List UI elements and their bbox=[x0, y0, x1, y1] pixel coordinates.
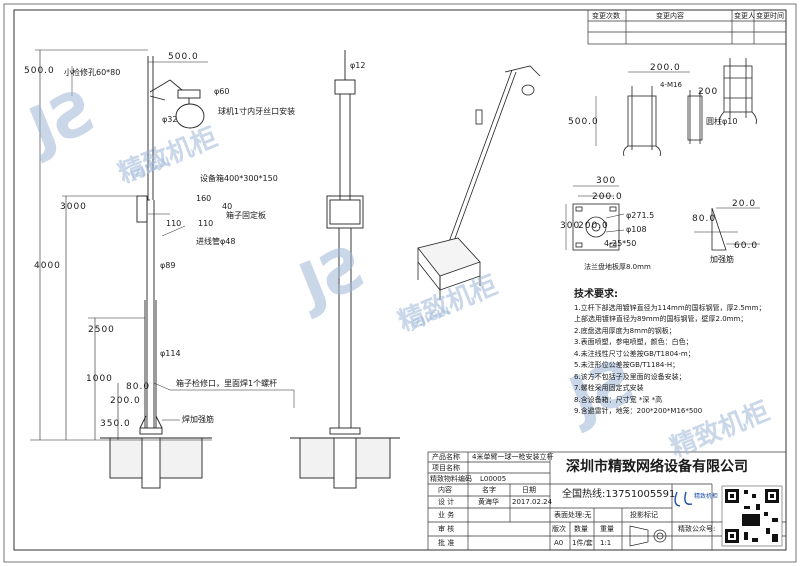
dim-arm-length: 500.0 bbox=[168, 52, 199, 62]
tb-surface-label: 表面处理:无 bbox=[554, 511, 592, 519]
dim-box-d: 110 bbox=[198, 219, 214, 228]
tb-qty: 1件/套 bbox=[572, 539, 593, 547]
tb-hotline: 全国热线:13751005591 bbox=[562, 489, 676, 500]
tb-wechat: 精致公众号: bbox=[678, 525, 716, 533]
revision-table-grid bbox=[587, 9, 787, 45]
dim-flange-d2: φ108 bbox=[626, 225, 647, 234]
note-flange-thickness: 法兰盘地板厚8.0mm bbox=[584, 263, 651, 271]
tb-designer: 黄海华 bbox=[478, 498, 499, 506]
tb-col-qty: 数量 bbox=[574, 525, 588, 533]
rev-header-content: 变更内容 bbox=[656, 12, 684, 20]
spec-item: 2.底盘选用厚度为8mm的钢板； bbox=[574, 326, 676, 335]
dim-height-box: 3000 bbox=[60, 202, 87, 212]
label-box-plate: 箱子固定板 bbox=[226, 211, 266, 220]
tb-product-name-label: 产品名称 bbox=[432, 453, 460, 461]
dim-flange-inner: 200.0 bbox=[592, 192, 623, 202]
label-rib-detail: 加强筋 bbox=[710, 255, 734, 264]
tb-design-label: 设 计 bbox=[438, 498, 455, 506]
flange-plate-detail bbox=[565, 185, 625, 251]
label-rib: 焊加强筋 bbox=[182, 415, 214, 424]
spec-item: 5.未注形位公差按GB/T1184-H； bbox=[574, 361, 680, 369]
label-equipment-box: 设备箱400*300*150 bbox=[200, 174, 278, 183]
tb-code: L00005 bbox=[480, 475, 507, 483]
brand-logo bbox=[674, 491, 693, 507]
label-cage-bar: 圆柱φ10 bbox=[706, 117, 738, 126]
tb-row-header-content: 内容 bbox=[438, 486, 452, 494]
spec-item: 3.表面喷塑，参电喷塑，颜色：白色； bbox=[574, 338, 693, 346]
tb-business-label: 业 务 bbox=[438, 511, 455, 519]
dim-350: 350.0 bbox=[100, 419, 131, 429]
dim-rib-b: 80.0 bbox=[692, 214, 717, 224]
pole-front-view bbox=[290, 50, 400, 489]
tb-company: 深圳市精致网络设备有限公司 bbox=[566, 459, 748, 475]
tb-row-header-name: 名字 bbox=[482, 486, 496, 494]
spec-item: 1.立杆下部选用镀锌直径为114mm的国标钢管，厚2.5mm； bbox=[574, 303, 766, 312]
tb-product-name: 4米单臂一球一枪安装立杆 bbox=[472, 453, 554, 461]
rev-header-time: 变更时间 bbox=[756, 12, 784, 20]
technical-requirements: 技术要求: 1.立杆下部选用镀锌直径为114mm的国标钢管，厚2.5mm； 上部选… bbox=[574, 290, 765, 415]
tb-row-header-date: 日期 bbox=[522, 486, 536, 494]
rev-header-person: 变更人 bbox=[734, 12, 755, 20]
tb-scale: 1:1 bbox=[600, 539, 612, 547]
tb-review-label: 审 核 bbox=[438, 525, 455, 533]
spec-item: 9.含避雷针，地笼：200*200*M16*500 bbox=[574, 407, 703, 415]
spec-item: 6.该方不包括子及里面的设备安装； bbox=[574, 372, 686, 381]
label-base-hole: 箱子检修口，里面焊1个螺杆 bbox=[176, 379, 278, 388]
label-cage-bolts: 4-M16 bbox=[660, 81, 682, 89]
dim-box-a: 160 bbox=[196, 194, 212, 203]
tb-code-label: 精致物料编码 bbox=[430, 475, 472, 483]
label-camera-note: 球机1寸内牙丝口安装 bbox=[218, 107, 296, 116]
qr-code bbox=[721, 485, 783, 547]
dim-cage-width2: 200 bbox=[698, 87, 719, 97]
specs-title: 技术要求: bbox=[574, 289, 618, 300]
dim-rib-c: 60.0 bbox=[734, 241, 759, 251]
dim-upper-pole-dia: φ89 bbox=[160, 261, 176, 270]
label-conduit: 进线管φ48 bbox=[196, 237, 236, 246]
tb-approve-label: 批 准 bbox=[438, 539, 455, 547]
spec-item: 8.含设备箱：尺寸宽 *深 *高 bbox=[574, 395, 663, 404]
dim-front-top-dia: φ12 bbox=[350, 61, 366, 70]
dim-cage-width: 200.0 bbox=[650, 63, 681, 73]
dim-rib-a: 20.0 bbox=[732, 199, 757, 209]
pole-side-view bbox=[30, 49, 295, 489]
dim-200: 200.0 bbox=[110, 396, 141, 406]
dim-arm-offset: 500.0 bbox=[24, 66, 55, 76]
spec-item: 4.未注线性尺寸公差按GB/T1804-m； bbox=[574, 349, 695, 358]
inner-border bbox=[13, 9, 787, 551]
dim-camera-dia: φ32 bbox=[162, 115, 178, 124]
dim-box-c: 110 bbox=[166, 219, 182, 228]
dim-height-total: 4000 bbox=[34, 261, 61, 271]
anchor-cage-detail bbox=[595, 58, 757, 157]
dim-top-dia: φ60 bbox=[214, 87, 230, 96]
title-block-grid bbox=[427, 451, 787, 551]
tb-brand: 精致机柜 bbox=[694, 493, 719, 500]
dim-box-b: 40 bbox=[222, 202, 233, 211]
dim-cage-height: 500.0 bbox=[568, 117, 599, 127]
dim-flange-left: 300 bbox=[560, 221, 581, 231]
tb-col-weight: 重量 bbox=[600, 525, 614, 533]
tb-project-label: 项目名称 bbox=[432, 464, 460, 472]
label-inspection-hole: 小检修孔60*80 bbox=[64, 68, 121, 77]
spec-item: 上部选用镀锌直径为89mm的国标钢管，壁厚2.0mm； bbox=[574, 315, 748, 323]
label-flange-holes: 4-25*50 bbox=[604, 239, 637, 248]
dim-lower-pole-dia: φ114 bbox=[160, 349, 181, 358]
tb-projection-label: 投影标记 bbox=[630, 511, 658, 519]
spec-item: 7.螺栓采用固定式安装 bbox=[574, 384, 644, 392]
tb-version: A0 bbox=[554, 539, 564, 547]
dim-height-1000: 1000 bbox=[86, 374, 113, 384]
projection-symbol bbox=[629, 525, 667, 547]
dim-height-2500: 2500 bbox=[88, 325, 115, 335]
dim-80: 80.0 bbox=[126, 382, 151, 392]
rib-detail bbox=[694, 207, 760, 251]
tb-date: 2017.02.24 bbox=[512, 498, 553, 506]
dim-flange-d1: φ271.5 bbox=[626, 211, 655, 220]
tb-col-version: 版次 bbox=[552, 525, 566, 533]
dim-flange-outer: 300 bbox=[596, 176, 617, 186]
outer-border bbox=[3, 3, 797, 563]
rev-header-count: 变更次数 bbox=[592, 12, 620, 20]
pole-perspective-view bbox=[417, 65, 541, 300]
dim-flange-side: 200.0 bbox=[578, 221, 609, 231]
